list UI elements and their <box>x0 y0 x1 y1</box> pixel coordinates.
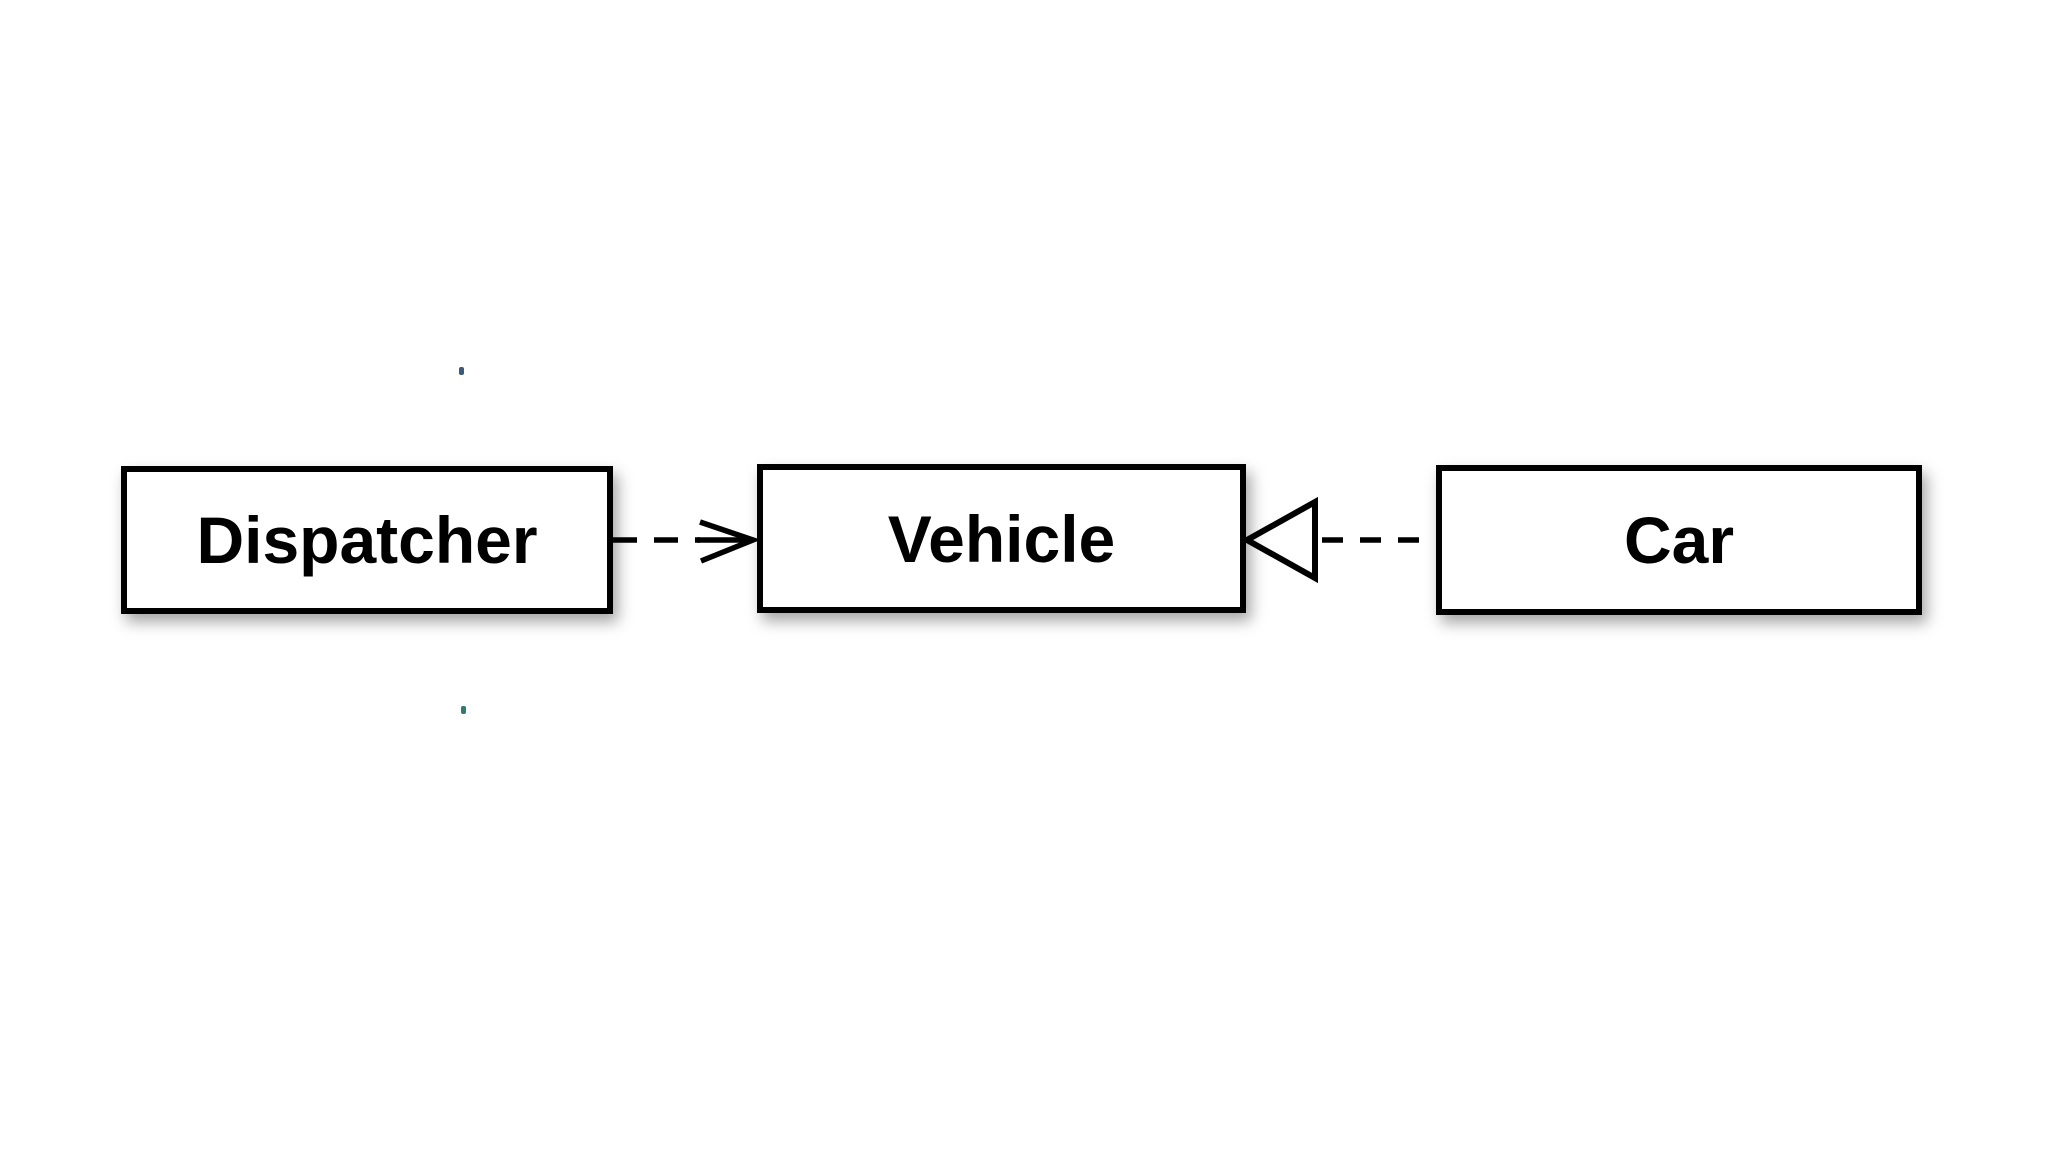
class-box-car: Car <box>1436 465 1922 615</box>
dependency-arrow <box>613 519 761 564</box>
teal-speck-artifact <box>461 706 466 714</box>
realization-arrow <box>1240 496 1436 584</box>
class-label-dispatcher: Dispatcher <box>196 503 538 577</box>
class-label-vehicle: Vehicle <box>887 501 1116 576</box>
open-arrowhead-icon <box>699 519 761 564</box>
class-label-car: Car <box>1623 503 1735 577</box>
class-box-dispatcher: Dispatcher <box>121 466 613 614</box>
hollow-triangle-arrowhead-icon <box>1240 496 1318 584</box>
blue-speck-artifact <box>459 367 464 375</box>
class-box-vehicle: Vehicle <box>757 464 1246 613</box>
